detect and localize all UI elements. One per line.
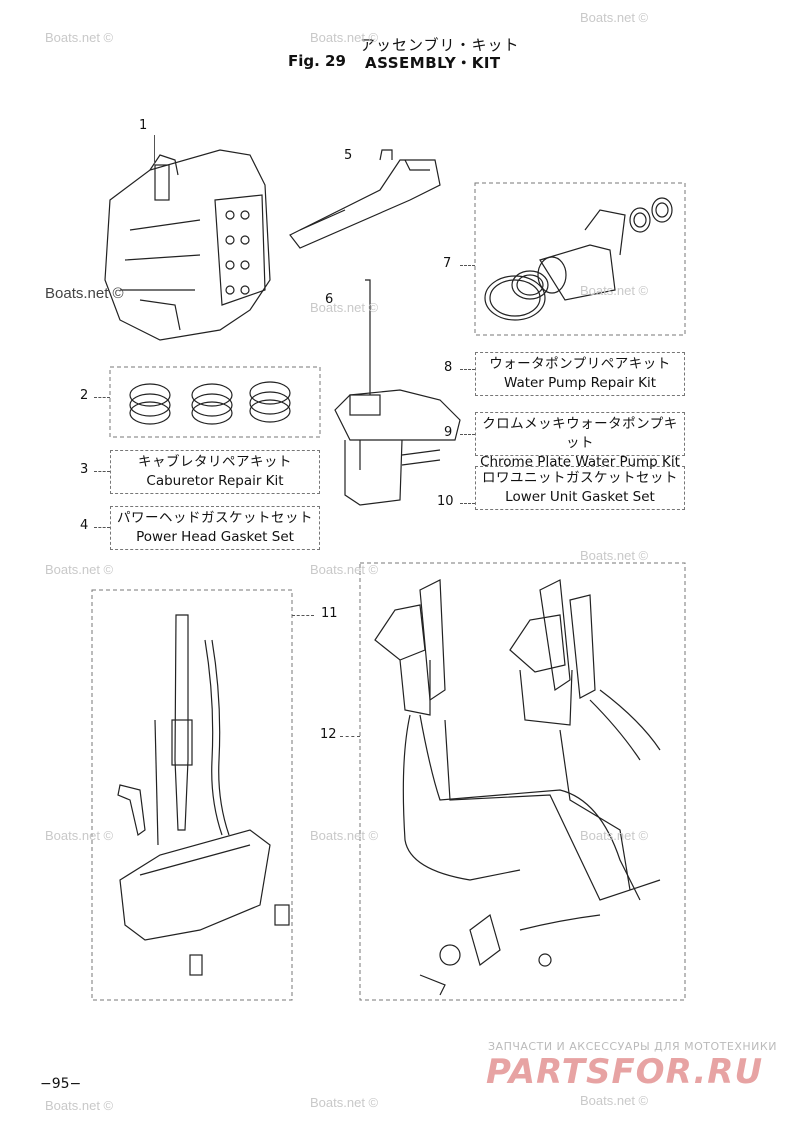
- figure-title-en: ASSEMBLY・KIT: [365, 54, 501, 72]
- kit-label-en: Power Head Gasket Set: [136, 529, 294, 545]
- watermark: Boats.net ©: [45, 1098, 114, 1113]
- leader-1: [154, 135, 156, 165]
- callout-11: 11: [321, 606, 338, 621]
- watermark: Boats.net ©: [580, 548, 649, 563]
- callout-10: 10: [437, 494, 454, 509]
- kit-label-en: Water Pump Repair Kit: [503, 375, 657, 391]
- watermark: Boats.net ©: [310, 300, 379, 315]
- callout-8: 8: [444, 360, 453, 375]
- leader-4: [94, 527, 110, 528]
- watermark: Boats.net ©: [580, 1093, 649, 1108]
- callout-3: 3: [80, 462, 89, 477]
- callout-12: 12: [320, 727, 337, 742]
- watermark: Boats.net ©: [310, 562, 379, 577]
- kit-caburetor-repair: キャブレタリペアキット Caburetor Repair Kit: [110, 450, 320, 494]
- watermark: Boats.net ©: [580, 10, 649, 25]
- leader-12: [340, 736, 360, 737]
- water-pump-drawing: [484, 197, 673, 321]
- remote-control-drawing: [374, 579, 661, 996]
- shop-logo: PARTSFOR.RU: [486, 1052, 764, 1092]
- leader-11: [292, 615, 314, 616]
- leader-2: [94, 397, 110, 398]
- lower-unit-drawing: [334, 279, 461, 506]
- leader-7: [460, 265, 475, 266]
- callout-5: 5: [344, 148, 353, 163]
- leader-8: [460, 369, 475, 370]
- watermark: Boats.net ©: [45, 30, 114, 45]
- piston-rings-drawing: [129, 381, 291, 425]
- kit-label-en: Lower Unit Gasket Set: [505, 489, 655, 505]
- watermark: Boats.net ©: [310, 828, 379, 843]
- kit-power-head-gasket: パワーヘッドガスケットセット Power Head Gasket Set: [110, 506, 320, 550]
- shaft-kit-drawing: [117, 614, 290, 976]
- kit-label-jp: クロムメッキウォータポンプキット: [482, 416, 678, 451]
- callout-4: 4: [80, 518, 89, 533]
- page-number: −95−: [40, 1076, 82, 1092]
- kit-water-pump-repair: ウォータポンプリペアキット Water Pump Repair Kit: [475, 352, 685, 396]
- watermark: Boats.net ©: [580, 828, 649, 843]
- callout-6: 6: [325, 292, 334, 307]
- figure-title-jp: アッセンブリ・キット: [360, 36, 520, 54]
- leader-10: [460, 503, 475, 504]
- kit-lower-unit-gasket: ロワユニットガスケットセット Lower Unit Gasket Set: [475, 466, 685, 510]
- shop-tagline: ЗАПЧАСТИ И АКСЕССУАРЫ ДЛЯ МОТОТЕХНИКИ: [488, 1040, 777, 1053]
- callout-7: 7: [443, 256, 452, 271]
- watermark: Boats.net ©: [45, 285, 124, 302]
- callout-2: 2: [80, 388, 89, 403]
- kit-label-en: Caburetor Repair Kit: [146, 473, 284, 489]
- callout-9: 9: [444, 425, 453, 440]
- callout-1: 1: [139, 118, 148, 133]
- kit-label-jp: ロワユニットガスケットセット: [482, 470, 678, 486]
- kit-chrome-plate-water-pump: クロムメッキウォータポンプキット Chrome Plate Water Pump…: [475, 412, 685, 470]
- kit-label-jp: キャブレタリペアキット: [138, 454, 292, 470]
- watermark: Boats.net ©: [45, 828, 114, 843]
- power-head-drawing: [104, 149, 271, 341]
- leader-9: [460, 434, 475, 435]
- kit-label-jp: ウォータポンプリペアキット: [489, 356, 671, 372]
- figure-number: Fig. 29: [288, 52, 346, 70]
- watermark: Boats.net ©: [45, 562, 114, 577]
- leader-3: [94, 471, 110, 472]
- watermark: Boats.net ©: [310, 30, 379, 45]
- watermark: Boats.net ©: [310, 1095, 379, 1110]
- shaft-housing-drawing: [289, 149, 441, 249]
- watermark: Boats.net ©: [580, 283, 649, 298]
- kit-label-jp: パワーヘッドガスケットセット: [117, 510, 313, 526]
